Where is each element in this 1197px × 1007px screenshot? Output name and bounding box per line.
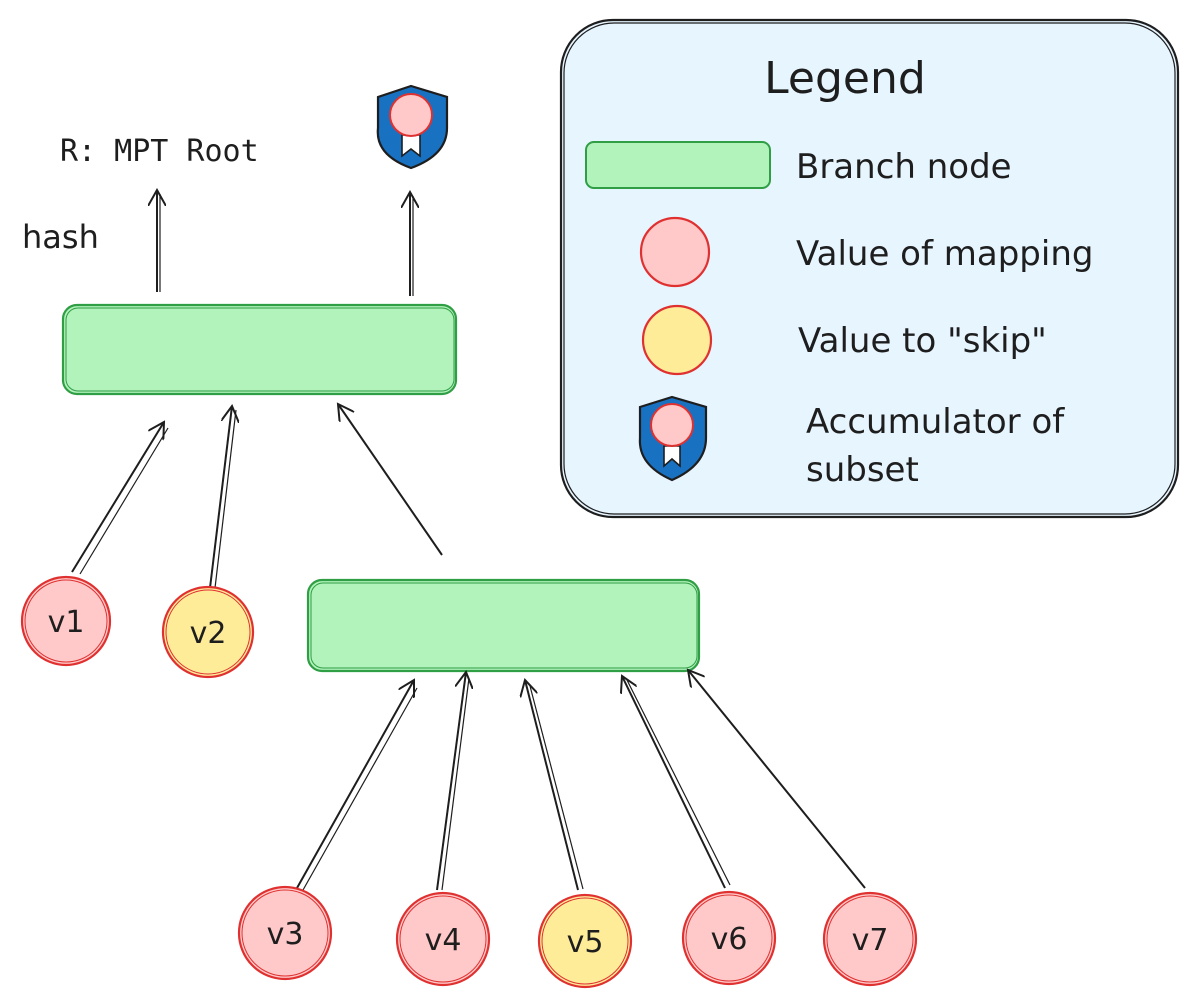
arrows-to-bottom-branch [296,670,866,891]
legend-title: Legend [764,53,926,104]
legend-item-value-of-mapping: Value of mapping [639,216,1093,288]
top-shield-icon [376,84,449,170]
node-v4-label: v4 [425,923,462,958]
bottom-branch-node [306,578,701,673]
node-v1: v1 [20,575,112,667]
root-label: R: MPT Root [60,134,259,169]
legend-shield-icon [638,395,708,482]
legend-label-branch-node: Branch node [796,147,1012,187]
node-v3: v3 [237,885,333,981]
node-v3-label: v3 [267,917,304,952]
legend-branch-swatch [585,141,771,189]
node-v5: v5 [537,893,633,989]
node-v2-label: v2 [190,616,227,651]
legend-panel: Legend Branch node Value of mapping Valu… [559,18,1180,519]
node-v2: v2 [161,585,255,679]
legend-item-accumulator: Accumulator of subset [638,395,1065,490]
legend-label-value-of-mapping: Value of mapping [796,234,1093,274]
legend-yellow-circle-icon [641,304,713,376]
node-v7: v7 [822,891,918,987]
node-v6-label: v6 [711,922,748,957]
node-v1-label: v1 [48,605,85,640]
top-branch-node [61,303,458,396]
node-v5-label: v5 [567,925,604,960]
legend-label-value-to-skip: Value to "skip" [798,321,1047,361]
legend-item-value-to-skip: Value to "skip" [641,304,1047,376]
legend-label-accumulator-line2: subset [806,450,919,490]
arrows-to-top-branch [71,404,443,589]
node-v4: v4 [395,891,491,987]
legend-pink-circle-icon [639,216,711,288]
node-v7-label: v7 [852,923,889,958]
node-v6: v6 [681,890,777,986]
legend-label-accumulator-line1: Accumulator of [806,402,1065,442]
hash-label: hash [22,218,99,256]
legend-item-branch-node: Branch node [585,141,1012,189]
